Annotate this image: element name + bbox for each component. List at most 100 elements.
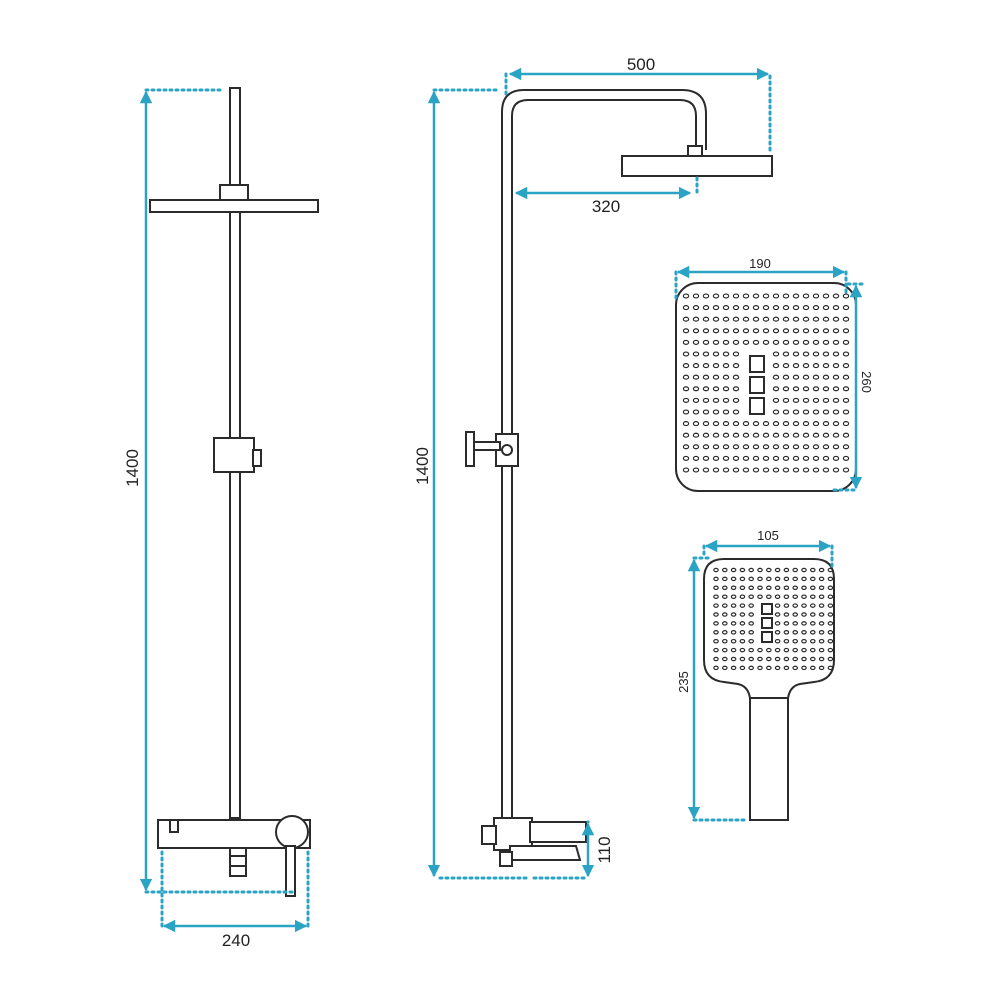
nozzle	[721, 585, 728, 591]
nozzle	[721, 594, 728, 599]
nozzle	[712, 386, 720, 392]
nozzle	[702, 328, 710, 334]
nozzle	[832, 305, 840, 311]
nozzle	[812, 432, 820, 438]
nozzle	[792, 421, 800, 427]
nozzle	[792, 621, 799, 626]
side-spout-connector	[499, 851, 513, 867]
nozzle	[827, 567, 834, 573]
nozzle	[732, 444, 740, 450]
nozzle	[682, 421, 690, 427]
nozzle	[713, 585, 719, 591]
nozzle	[827, 665, 834, 671]
nozzle	[765, 665, 772, 671]
nozzle	[782, 316, 790, 322]
nozzle	[682, 397, 690, 403]
nozzle	[782, 421, 790, 427]
nozzle	[802, 374, 810, 380]
front-overhead-shower	[149, 199, 319, 213]
nozzle	[739, 647, 746, 653]
nozzle	[792, 305, 800, 311]
nozzle	[762, 339, 770, 345]
nozzle	[822, 305, 830, 311]
front-mixer-cap	[169, 819, 179, 833]
nozzle	[772, 444, 780, 450]
nozzle	[732, 432, 740, 438]
nozzle	[757, 594, 763, 599]
nozzle	[682, 351, 690, 357]
nozzle	[809, 621, 816, 626]
nozzle	[721, 612, 728, 617]
nozzle	[842, 467, 850, 473]
nozzle	[812, 386, 820, 392]
nozzle	[739, 621, 746, 626]
nozzle	[812, 455, 820, 461]
nozzle	[842, 363, 850, 369]
front-holder-knob	[252, 449, 262, 467]
side-mixer-lever	[529, 821, 587, 843]
nozzle	[842, 421, 850, 427]
nozzle	[752, 444, 760, 450]
nozzle	[832, 339, 840, 345]
nozzle	[774, 576, 781, 582]
nozzle	[732, 351, 740, 357]
nozzle	[739, 576, 746, 582]
nozzle	[774, 647, 781, 653]
nozzle	[702, 339, 710, 345]
nozzle	[822, 293, 830, 299]
nozzle	[772, 339, 780, 345]
nozzle	[842, 386, 850, 392]
nozzle	[809, 665, 816, 671]
nozzle	[827, 612, 834, 617]
nozzle	[765, 594, 772, 599]
nozzle	[842, 374, 850, 380]
nozzle	[822, 467, 830, 473]
nozzle	[702, 386, 710, 392]
nozzle	[792, 612, 799, 617]
nozzle	[702, 421, 710, 427]
nozzle	[692, 455, 700, 461]
nozzle	[713, 594, 719, 599]
nozzle	[774, 630, 781, 635]
nozzle	[682, 293, 690, 299]
nozzle	[832, 432, 840, 438]
nozzle	[692, 421, 700, 427]
nozzle	[712, 293, 720, 299]
side-spout-label: 110	[595, 836, 614, 863]
nozzle	[772, 467, 780, 473]
nozzle	[713, 638, 719, 644]
nozzle	[792, 638, 799, 644]
nozzle	[765, 656, 772, 662]
nozzle	[842, 305, 850, 311]
nozzle	[752, 455, 760, 461]
nozzle	[822, 351, 830, 357]
nozzle	[809, 603, 816, 608]
nozzle	[713, 647, 719, 653]
nozzle	[782, 374, 790, 380]
nozzle	[712, 374, 720, 380]
nozzle	[792, 630, 799, 635]
nozzle	[792, 455, 800, 461]
nozzle	[742, 328, 750, 334]
nozzle	[682, 455, 690, 461]
nozzle	[739, 594, 746, 599]
nozzle	[712, 339, 720, 345]
nozzle	[783, 576, 790, 582]
nozzle	[782, 409, 790, 415]
nozzle	[692, 409, 700, 415]
nozzle	[730, 585, 737, 591]
nozzle	[732, 397, 740, 403]
nozzle	[783, 585, 790, 591]
nozzle	[721, 665, 728, 671]
nozzle	[832, 328, 840, 334]
nozzle	[809, 594, 816, 599]
nozzle	[722, 386, 730, 392]
nozzle	[682, 339, 690, 345]
nozzle	[783, 621, 790, 626]
nozzle	[712, 432, 720, 438]
nozzle	[818, 594, 825, 599]
nozzle	[812, 467, 820, 473]
nozzle	[712, 421, 720, 427]
